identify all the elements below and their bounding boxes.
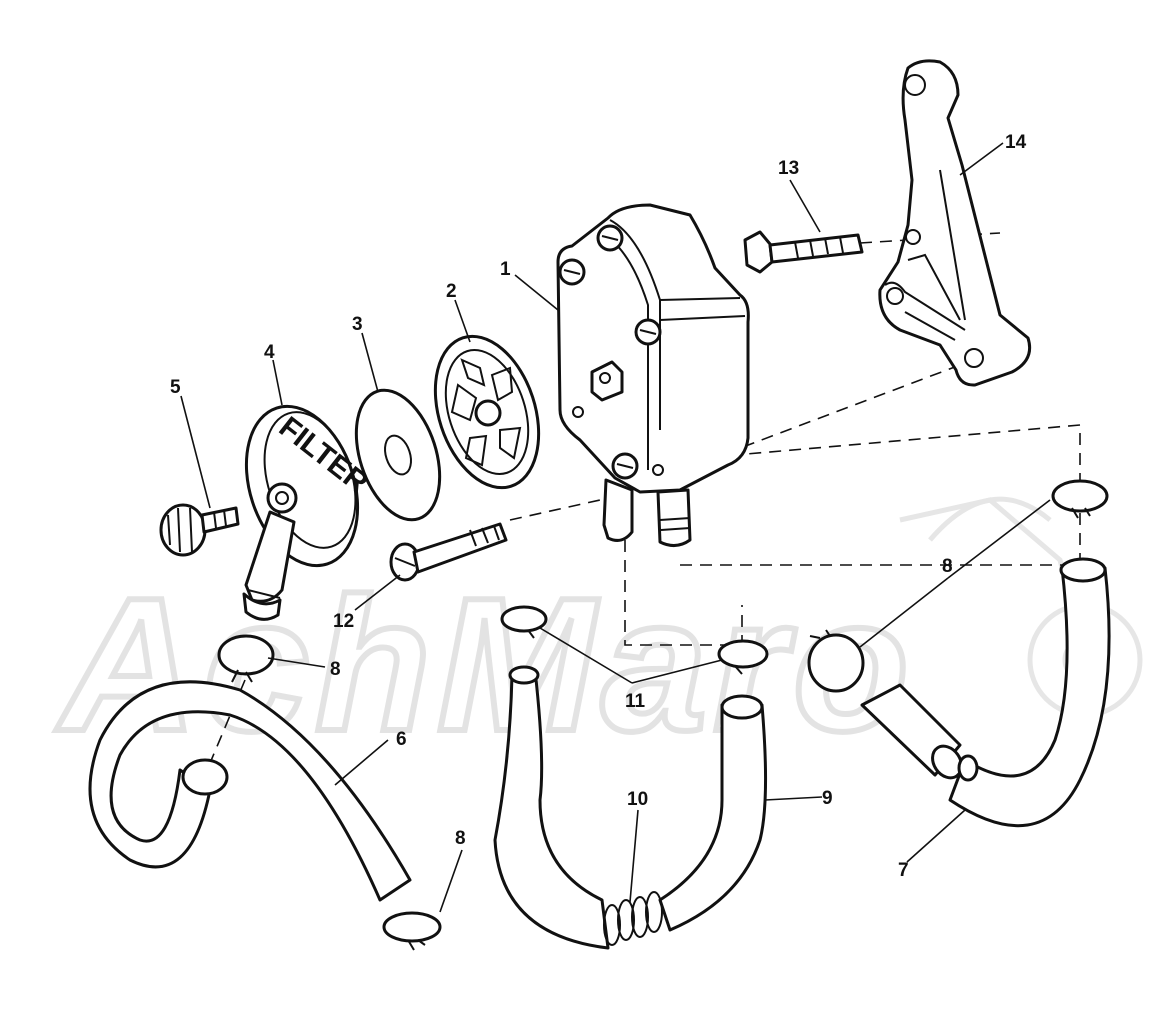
callout-5: 5 (170, 377, 181, 398)
hose-clip-8a (217, 634, 275, 683)
fuel-hose-spring-assembly (493, 665, 768, 950)
leader-lines (180, 142, 1051, 913)
callout-12: 12 (333, 611, 354, 632)
callout-10: 10 (627, 789, 648, 810)
filter-cover: FILTER (242, 404, 374, 621)
callout-11: 11 (625, 691, 646, 712)
fuel-pump-body (556, 203, 750, 547)
hose-clip-11a (500, 605, 548, 639)
mounting-bolt (743, 230, 864, 274)
callout-1: 1 (500, 259, 511, 280)
callout-4: 4 (264, 342, 275, 363)
callout-3: 3 (352, 314, 363, 335)
callout-14: 14 (1005, 132, 1027, 153)
callout-13: 13 (778, 158, 799, 179)
callout-9: 9 (822, 788, 833, 809)
watermark-text: AchMaro (56, 559, 915, 771)
watermark: AchMaro (53, 496, 1143, 774)
callout-8b: 8 (455, 828, 466, 849)
hose-clip-8b (382, 911, 442, 951)
callout-8c: 8 (942, 556, 953, 577)
mounting-bracket (878, 59, 1032, 387)
spring (603, 891, 663, 946)
pump-screw (389, 522, 508, 582)
valve-plate (433, 334, 541, 490)
hose-clip-8d (807, 629, 865, 693)
hose-clip-11b (717, 639, 769, 675)
callout-7: 7 (898, 860, 909, 881)
fuel-hose-elbow (860, 557, 1111, 828)
callout-6: 6 (396, 729, 407, 750)
thumb-screw (159, 503, 240, 557)
callout-2: 2 (446, 281, 457, 302)
fuel-hose-long (88, 680, 412, 902)
callout-8a: 8 (330, 659, 341, 680)
callout-labels: 1 2 3 4 5 6 7 8 8 8 8 9 10 11 12 13 14 (170, 132, 1027, 881)
hose-clip-8c (1051, 479, 1109, 519)
